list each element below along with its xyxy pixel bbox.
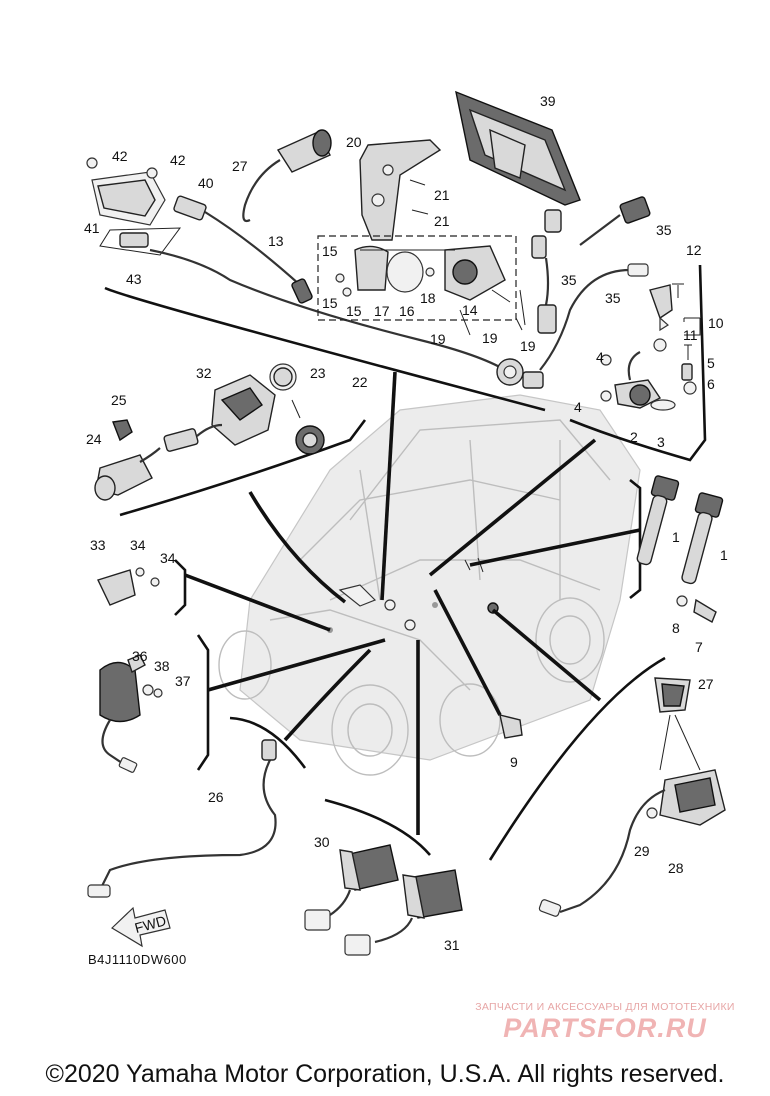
horn-group-left — [97, 567, 163, 773]
callout-label: 30 — [314, 834, 330, 850]
switch-group-bottom-right — [538, 677, 726, 917]
callout-label: 17 — [374, 303, 390, 319]
watermark-tagline: ЗАПЧАСТИ И АКСЕССУАРЫ ДЛЯ МОТОТЕХНИКИ — [475, 1001, 735, 1013]
copyright-notice: ©2020 Yamaha Motor Corporation, U.S.A. A… — [45, 1060, 725, 1088]
group-callout-lines — [184, 371, 641, 835]
callout-label: 7 — [695, 639, 703, 655]
callout-label: 19 — [430, 331, 446, 347]
meter-group-top-middle — [317, 139, 526, 336]
callout-label: 15 — [322, 243, 338, 259]
ignition-coils-right — [636, 475, 724, 623]
callout-label: 31 — [444, 937, 460, 953]
callout-label: 2 — [630, 429, 638, 445]
callout-label: 13 — [268, 233, 284, 249]
callout-labels: 1 1 2 3 4 4 5 6 7 8 9 10 11 12 13 14 15 … — [84, 93, 728, 953]
watermark-logo: PARTSFOR.RU — [503, 1013, 707, 1043]
callout-label: 32 — [196, 365, 212, 381]
callout-label: 1 — [672, 529, 680, 545]
callout-label: 21 — [434, 187, 450, 203]
watermark: ЗАПЧАСТИ И АКСЕССУАРЫ ДЛЯ МОТОТЕХНИКИ PA… — [455, 1001, 755, 1043]
sensor-group-right — [600, 283, 701, 411]
callout-label: 20 — [346, 134, 362, 150]
callout-label: 18 — [420, 290, 436, 306]
callout-label: 10 — [708, 315, 724, 331]
switch-group-middle-left — [94, 363, 325, 501]
callout-label: 38 — [154, 658, 170, 674]
parts-diagram: FWD 1 1 2 3 4 4 5 6 7 8 9 10 11 12 13 14… — [84, 90, 728, 956]
callout-label: 19 — [482, 330, 498, 346]
callout-label: 21 — [434, 213, 450, 229]
callout-label: 42 — [112, 148, 128, 164]
callout-label: 29 — [634, 843, 650, 859]
callout-label: 33 — [90, 537, 106, 553]
callout-label: 37 — [175, 673, 191, 689]
callout-label: 1 — [720, 547, 728, 563]
vehicle-silhouette — [218, 394, 641, 776]
callout-label: 12 — [686, 242, 702, 258]
callout-label: 6 — [707, 376, 715, 392]
callout-label: 42 — [170, 152, 186, 168]
group-brackets — [104, 264, 707, 861]
callout-label: 15 — [322, 295, 338, 311]
callout-label: 4 — [574, 399, 582, 415]
fwd-arrow: FWD — [111, 906, 171, 948]
harness-group-top-left — [86, 129, 524, 386]
callout-label: 5 — [707, 355, 715, 371]
sensor-group-bottom — [87, 714, 523, 956]
callout-label: 4 — [596, 349, 604, 365]
drawing-code: B4J1110DW600 — [88, 952, 187, 967]
callout-label: 28 — [668, 860, 684, 876]
callout-label: 23 — [310, 365, 326, 381]
callout-label: 40 — [198, 175, 214, 191]
callout-label: 26 — [208, 789, 224, 805]
callout-label: 8 — [672, 620, 680, 636]
fwd-arrow-label: FWD — [133, 912, 168, 936]
callout-label: 35 — [656, 222, 672, 238]
callout-label: 15 — [346, 303, 362, 319]
callout-label: 14 — [462, 302, 478, 318]
callout-label: 41 — [84, 220, 100, 236]
callout-label: 24 — [86, 431, 102, 447]
callout-label: 34 — [160, 550, 176, 566]
callout-label: 9 — [510, 754, 518, 770]
callout-label: 19 — [520, 338, 536, 354]
callout-label: 39 — [540, 93, 556, 109]
callout-label: 36 — [132, 648, 148, 664]
callout-label: 25 — [111, 392, 127, 408]
callout-label: 11 — [683, 327, 698, 343]
callout-label: 35 — [605, 290, 621, 306]
callout-label: 27 — [232, 158, 248, 174]
callout-label: 27 — [698, 676, 714, 692]
display-group-top-right — [455, 90, 651, 389]
callout-label: 35 — [561, 272, 577, 288]
callout-label: 3 — [657, 434, 665, 450]
callout-label: 34 — [130, 537, 146, 553]
callout-label: 16 — [399, 303, 415, 319]
callout-label: 22 — [352, 374, 368, 390]
callout-label: 43 — [126, 271, 142, 287]
